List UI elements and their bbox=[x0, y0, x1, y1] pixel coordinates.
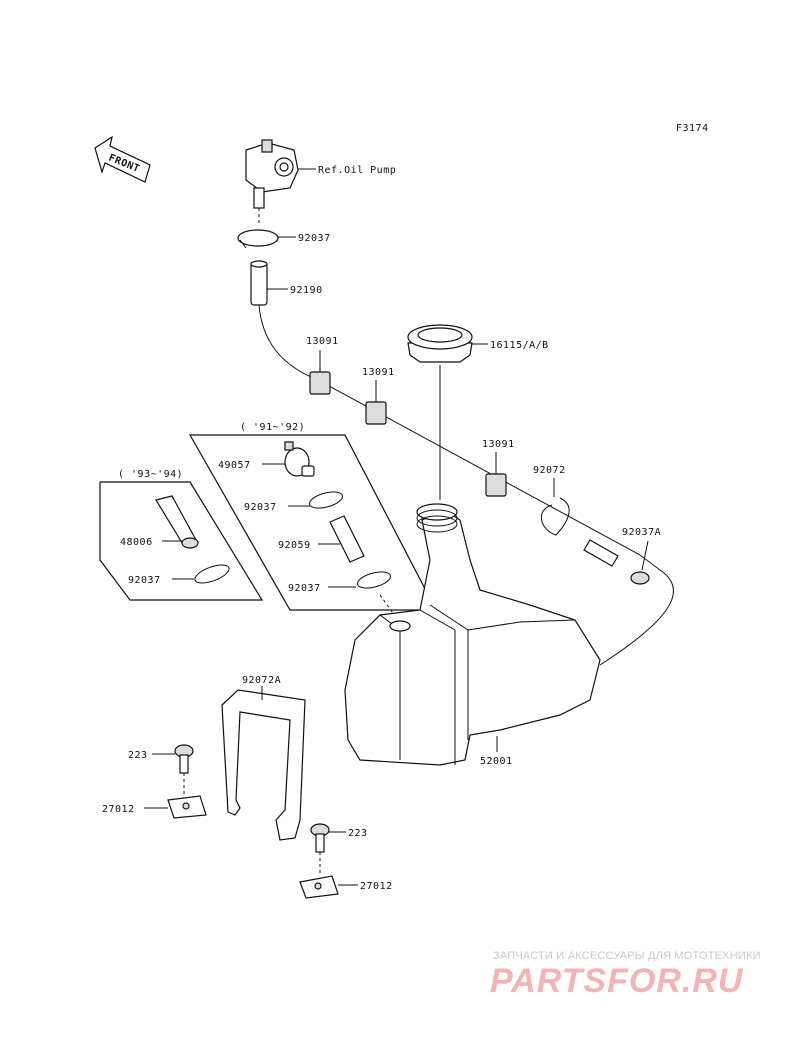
bolt-223-a bbox=[174, 744, 194, 774]
clamp-92072 bbox=[541, 497, 570, 536]
group-91-92-label: ( '91~'92) bbox=[240, 422, 305, 433]
band-92072A bbox=[221, 689, 306, 841]
label-92059: 92059 bbox=[278, 540, 311, 551]
clip-13091-b bbox=[365, 401, 387, 425]
label-48006: 48006 bbox=[120, 537, 153, 548]
hose-right bbox=[583, 539, 619, 567]
clip-13091-a bbox=[309, 371, 331, 395]
clamp-92037-mid2 bbox=[356, 571, 392, 589]
watermark-brand: PARTSFOR.RU bbox=[490, 962, 744, 1000]
part-49057 bbox=[284, 441, 315, 477]
plate-27012-b bbox=[299, 875, 339, 899]
label-223-a: 223 bbox=[128, 750, 148, 761]
label-92190: 92190 bbox=[290, 285, 323, 296]
clamp-92037-mid1 bbox=[308, 491, 344, 509]
label-16115: 16115/A/B bbox=[490, 340, 549, 351]
plate-27012-a bbox=[167, 795, 207, 819]
label-49057: 49057 bbox=[218, 460, 251, 471]
label-92037A: 92037A bbox=[622, 527, 661, 538]
front-arrow-icon: FRONT bbox=[94, 135, 151, 183]
oil-tank-52001 bbox=[344, 503, 601, 766]
label-27012-a: 27012 bbox=[102, 804, 135, 815]
label-13091-a: 13091 bbox=[306, 336, 339, 347]
tank-cap-16115 bbox=[407, 324, 473, 363]
clamp-92037-top bbox=[237, 229, 279, 249]
hose-92059 bbox=[329, 515, 365, 563]
hose-92190 bbox=[250, 260, 268, 306]
label-92037-mid1: 92037 bbox=[244, 502, 277, 513]
label-92037-mid2: 92037 bbox=[288, 583, 321, 594]
bolt-223-b bbox=[310, 823, 330, 853]
label-92037-top: 92037 bbox=[298, 233, 331, 244]
label-13091-c: 13091 bbox=[482, 439, 515, 450]
label-223-b: 223 bbox=[348, 828, 368, 839]
group-93-94-label: ( '93~'94) bbox=[118, 469, 183, 480]
watermark-tagline: ЗАПЧАСТИ И АКСЕССУАРЫ ДЛЯ МОТОТЕХНИКИ bbox=[493, 950, 761, 962]
oil-pump bbox=[245, 139, 299, 209]
label-92037-left: 92037 bbox=[128, 575, 161, 586]
part-48006 bbox=[155, 495, 199, 549]
label-27012-b: 27012 bbox=[360, 881, 393, 892]
diagram-code: F3174 bbox=[676, 123, 709, 134]
label-13091-b: 13091 bbox=[362, 367, 395, 378]
ref-oil-pump-label: Ref.Oil Pump bbox=[318, 165, 396, 176]
group-box-93-94 bbox=[99, 481, 264, 601]
label-52001: 52001 bbox=[480, 756, 513, 767]
clip-13091-c bbox=[485, 473, 507, 497]
clamp-92037-left bbox=[194, 564, 230, 584]
label-92072A: 92072A bbox=[242, 675, 281, 686]
label-92072: 92072 bbox=[533, 465, 566, 476]
clamp-92037A bbox=[630, 571, 650, 585]
